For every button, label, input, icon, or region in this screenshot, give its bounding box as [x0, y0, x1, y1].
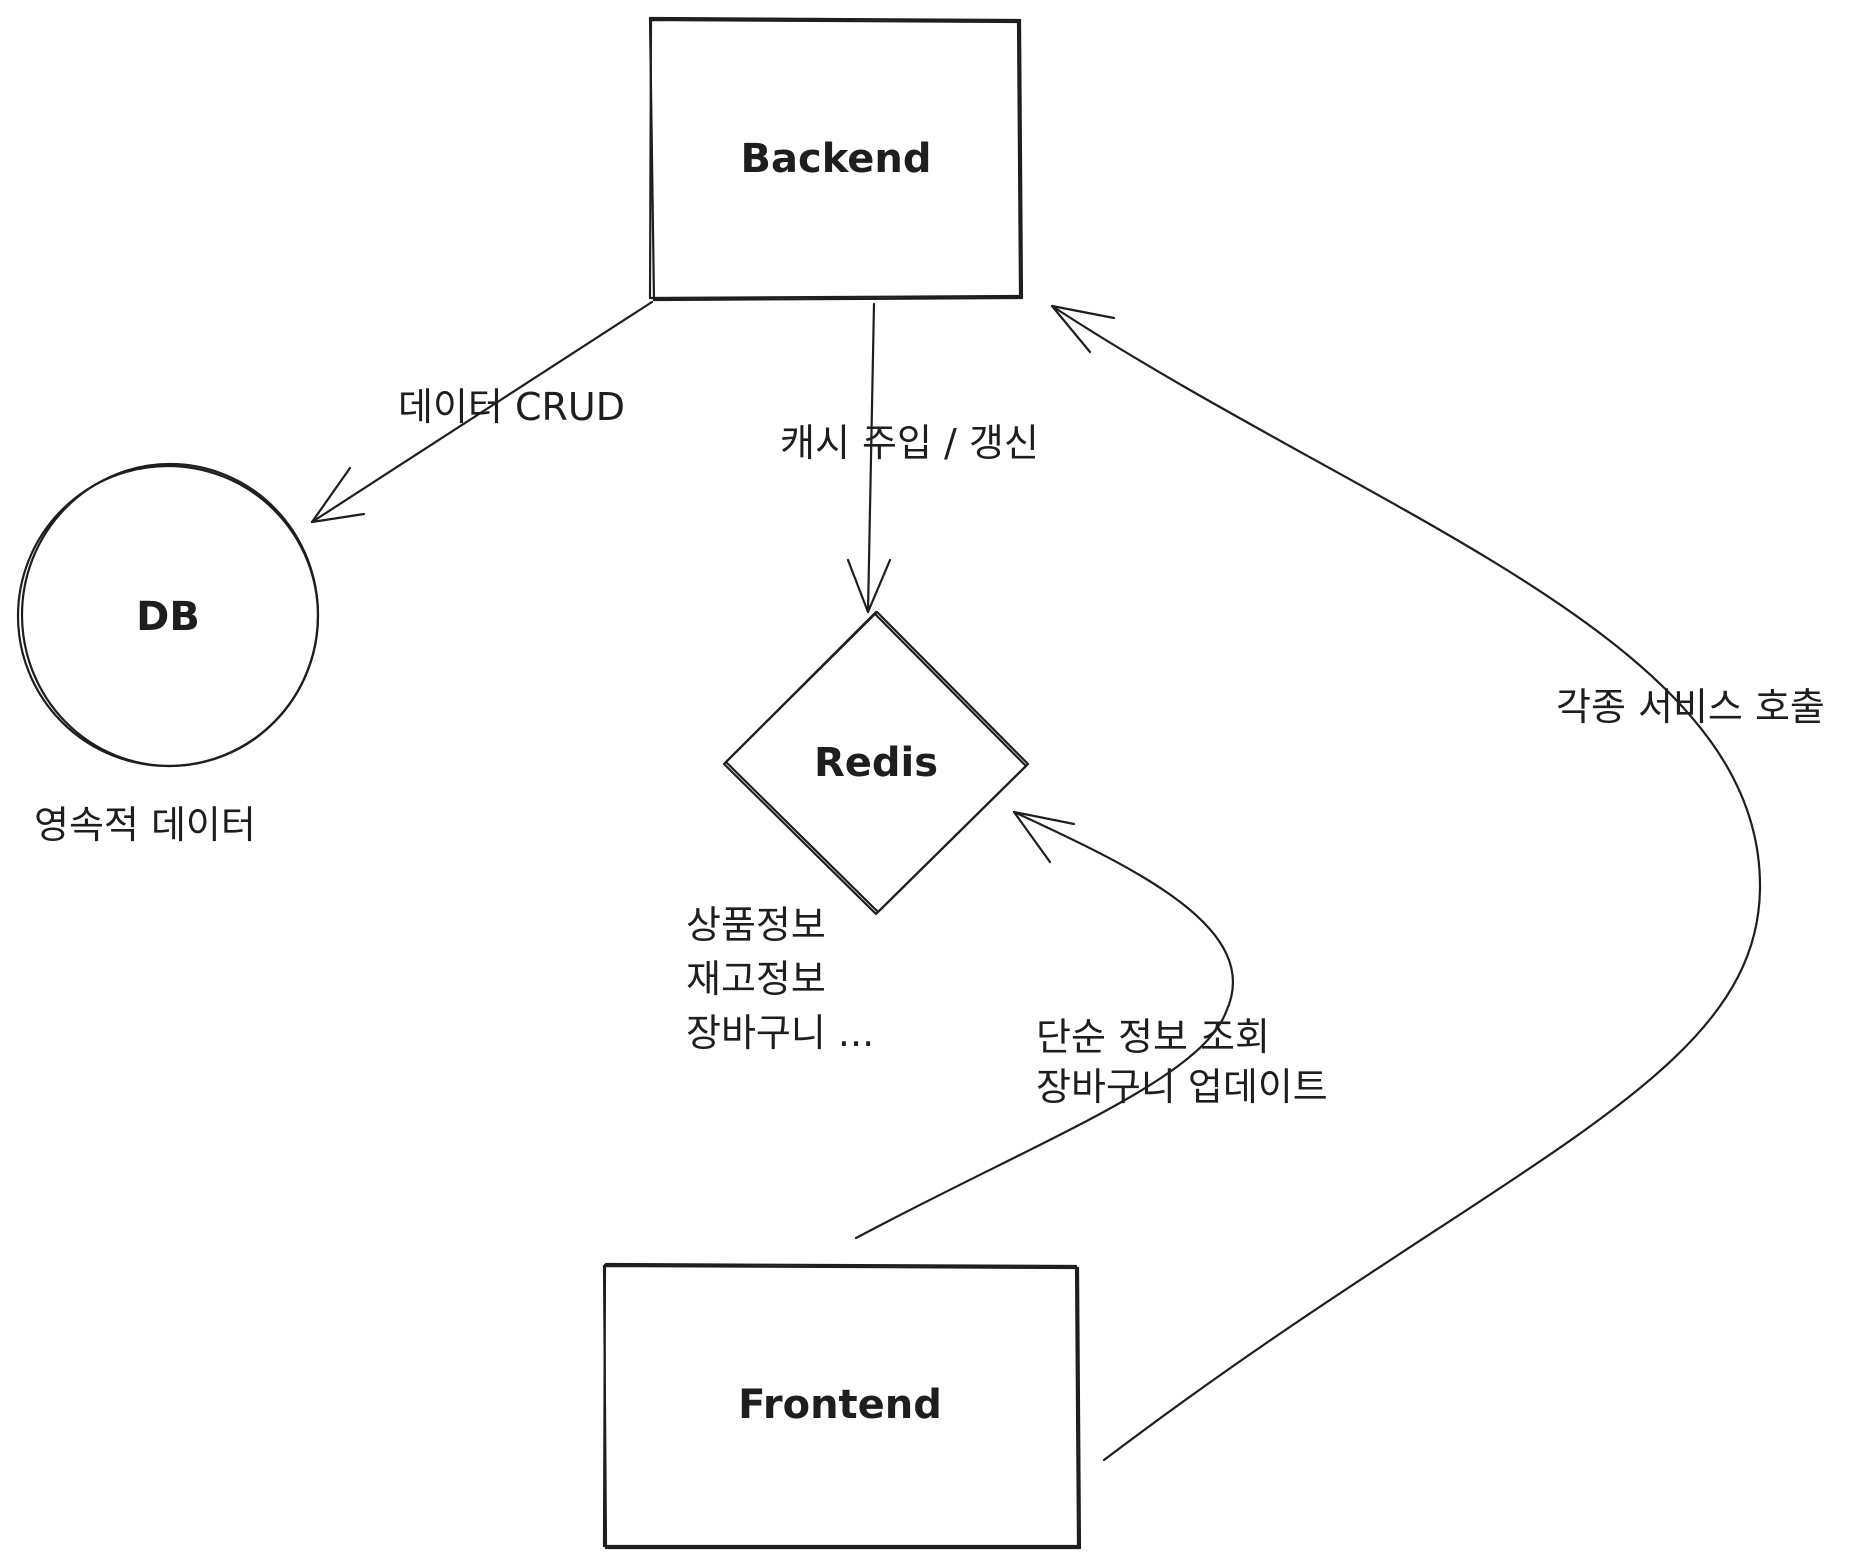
- edge-backend-redis-label: 캐시 주입 / 갱신: [780, 421, 1039, 465]
- redis-note-line: 장바구니 ...: [686, 1011, 874, 1055]
- backend-box-sketch: [648, 18, 1022, 300]
- edge-frontend-backend[interactable]: 각종 서비스 호출: [1050, 304, 1825, 1462]
- edge-backend-db-arrowhead: [310, 466, 366, 524]
- frontend-node[interactable]: Frontend: [602, 1262, 1082, 1550]
- db-circle-sketch: [20, 462, 320, 768]
- edge-backend-redis-line: [866, 302, 876, 614]
- db-node[interactable]: DB: [16, 462, 320, 768]
- edge-frontend-redis-label-line: 단순 정보 조회: [1036, 1015, 1270, 1059]
- edge-frontend-backend-line: [1050, 304, 1762, 1462]
- backend-box-shape: [648, 16, 1024, 302]
- frontend-box-sketch: [602, 1262, 1080, 1548]
- edge-frontend-redis-line: [854, 810, 1234, 1240]
- redis-label: Redis: [814, 740, 938, 786]
- edge-backend-redis-arrowhead: [846, 558, 892, 614]
- backend-label: Backend: [741, 136, 932, 182]
- edge-frontend-redis[interactable]: 단순 정보 조회 장바구니 업데이트: [854, 810, 1328, 1240]
- edge-backend-db-line: [310, 300, 654, 524]
- redis-note-line: 상품정보: [686, 903, 826, 947]
- edge-backend-redis[interactable]: 캐시 주입 / 갱신: [780, 302, 1039, 614]
- edge-backend-db[interactable]: 데이터 CRUD: [310, 300, 654, 524]
- edge-backend-db-label: 데이터 CRUD: [398, 385, 625, 429]
- redis-note-line: 재고정보: [686, 957, 826, 1001]
- db-note: 영속적 데이터: [34, 803, 256, 847]
- edge-frontend-backend-label: 각종 서비스 호출: [1556, 685, 1825, 729]
- db-label: DB: [136, 594, 200, 640]
- edge-frontend-redis-label-line: 장바구니 업데이트: [1036, 1065, 1328, 1109]
- redis-notes: 상품정보 재고정보 장바구니 ...: [686, 903, 874, 1055]
- redis-diamond-sketch: [724, 610, 1028, 914]
- edge-frontend-redis-arrowhead: [1012, 810, 1076, 864]
- backend-node[interactable]: Backend: [648, 16, 1024, 302]
- edge-frontend-backend-arrowhead: [1050, 304, 1116, 354]
- frontend-label: Frontend: [738, 1382, 942, 1428]
- redis-node[interactable]: Redis: [722, 610, 1030, 916]
